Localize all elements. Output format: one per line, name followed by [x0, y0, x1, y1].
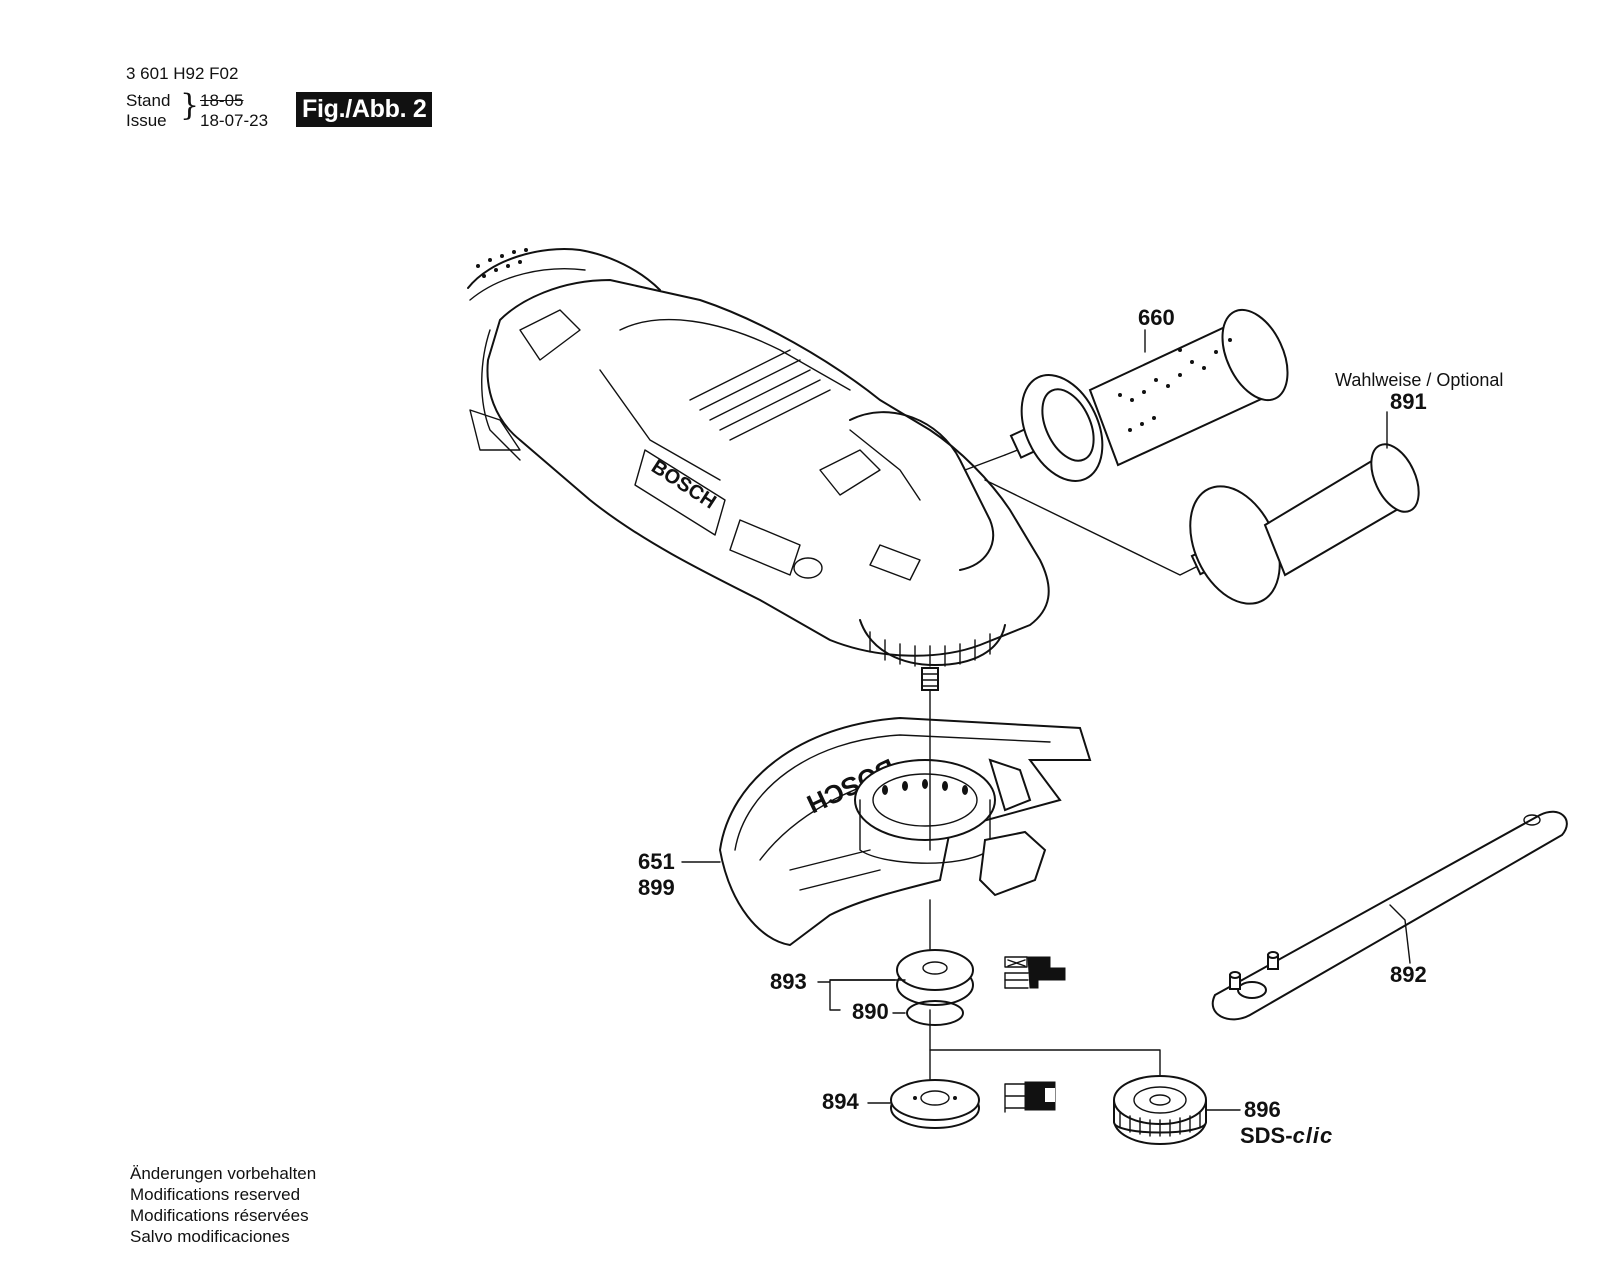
callout-660: 660 [1138, 305, 1175, 330]
clamping-nut-894 [890, 1049, 1161, 1129]
callout-896: 896 [1244, 1097, 1281, 1122]
quick-clamping-nut-896 [1113, 1075, 1207, 1145]
wrench-symbol-icon [1004, 956, 1066, 989]
grinder-body: BOSCH [467, 248, 1050, 691]
callout-891: 891 [1390, 389, 1427, 414]
handle-grip-dots [1118, 338, 1232, 432]
part-number: 3 601 H92 F02 [126, 64, 239, 83]
modifications-note: Änderungen vorbehalten Modifications res… [130, 1163, 316, 1247]
rear-vent-dots [476, 248, 528, 278]
note-fr: Modifications réservées [130, 1206, 309, 1225]
leader-grinder-to-891 [984, 479, 1201, 576]
sds-clic-logo: SDS-clic [1240, 1124, 1333, 1148]
callout-892: 892 [1390, 962, 1427, 987]
sds-suffix: clic [1292, 1123, 1334, 1148]
sds-prefix: SDS- [1240, 1123, 1293, 1148]
issue-date: 18-07-23 [200, 111, 269, 130]
callout-899: 899 [638, 875, 675, 900]
callout-651: 651 [638, 849, 675, 874]
guard-ring-slots [882, 779, 968, 795]
optional-note: Wahlweise / Optional [1335, 370, 1504, 390]
mounting-flange-893 [896, 949, 974, 1006]
note-de: Änderungen vorbehalten [130, 1164, 317, 1183]
callout-890: 890 [852, 999, 889, 1024]
stand-label: Stand [126, 91, 171, 110]
o-ring-890 [906, 1000, 964, 1026]
header-brace: } [180, 88, 200, 123]
note-en: Modifications reserved [130, 1185, 301, 1204]
old-date: 18-05 [200, 91, 244, 110]
issue-label: Issue [126, 111, 167, 130]
leader-grinder-to-handle [964, 454, 1006, 471]
pin-wrench-symbol-icon [1004, 1081, 1056, 1113]
figure-badge: Fig./Abb. 2 [296, 92, 433, 127]
side-handle-660 [1004, 308, 1289, 482]
leader-892 [1389, 904, 1411, 964]
wheel-guard: BOSCH [718, 716, 1092, 947]
top-ribs [689, 349, 831, 441]
pin-wrench-892 [1211, 810, 1568, 1021]
callout-894: 894 [822, 1089, 859, 1114]
side-handle-891 [1189, 443, 1420, 605]
spindle-collar-teeth [869, 631, 991, 667]
brand-logo-housing: BOSCH [647, 456, 720, 514]
callout-893: 893 [770, 969, 807, 994]
knurling [1119, 1111, 1201, 1137]
note-es: Salvo modificaciones [130, 1227, 290, 1246]
bracket-893-890 [817, 979, 896, 1011]
